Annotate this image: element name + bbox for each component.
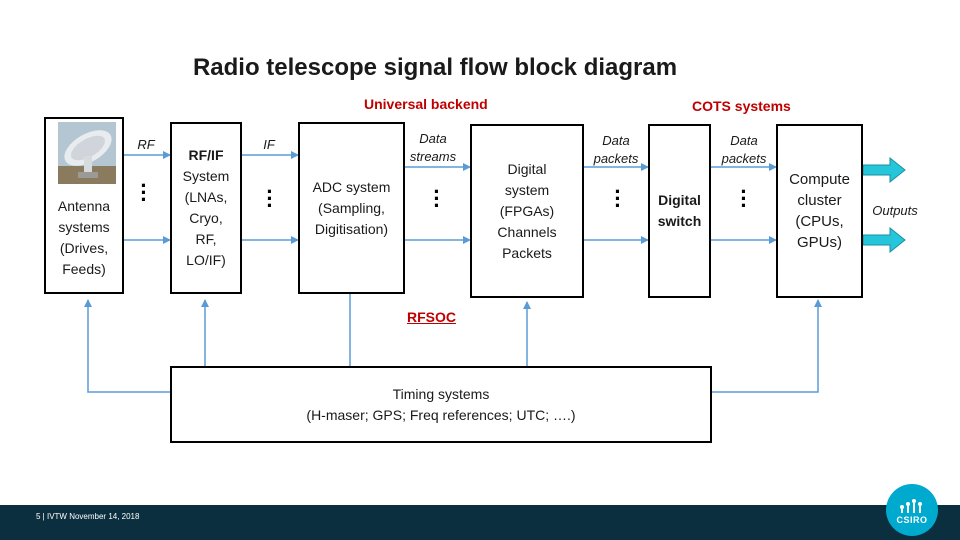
data-packets-label-1: Data packets <box>593 133 639 166</box>
cots-systems-label: COTS systems <box>692 98 791 114</box>
ellipsis-streams: ··· <box>433 179 441 218</box>
adc-text: ADC system (Sampling, Digitisation) <box>312 178 391 237</box>
ellipsis-packets-1: ··· <box>614 179 622 218</box>
timing-to-compute <box>712 299 822 393</box>
rfif-system-block: RF/IF System (LNAs, Cryo, RF, LO/IF) <box>170 122 242 294</box>
rf-label: RF <box>137 137 155 152</box>
universal-backend-label: Universal backend <box>364 96 488 112</box>
csiro-logo-text: CSIRO <box>896 515 928 525</box>
antenna-block-text: Antenna systems (Drives, Feeds) <box>57 198 111 277</box>
output-arrows <box>862 156 906 254</box>
data-packets-label-2: Data packets <box>721 133 767 166</box>
antenna-dish-image <box>58 122 116 184</box>
ellipsis-if: ··· <box>266 179 274 218</box>
compute-cluster-text: Compute cluster (CPUs, GPUs) <box>789 171 850 251</box>
csiro-logo: CSIRO <box>886 484 938 536</box>
footer-text: 5 | IVTW November 14, 2018 <box>36 512 140 521</box>
digital-switch-block: Digital switch <box>648 124 711 298</box>
csiro-logo-icon <box>900 499 922 513</box>
ellipsis-rf: ··· <box>140 173 148 212</box>
outputs-label: Outputs <box>872 203 918 218</box>
timing-to-antenna <box>84 299 170 393</box>
output-arrow-top <box>862 156 906 184</box>
digital-switch-text: Digital switch <box>657 192 702 229</box>
compute-cluster-block: Compute cluster (CPUs, GPUs) <box>776 124 863 298</box>
rfif-text: System (LNAs, Cryo, RF, LO/IF) <box>182 168 230 268</box>
digital-system-text: Digital system (FPGAs) Channels Packets <box>497 160 557 261</box>
output-arrow-bottom <box>862 226 906 254</box>
data-streams-label: Data streams <box>409 131 457 164</box>
timing-systems-text: Timing systems (H-maser; GPS; Freq refer… <box>306 385 576 423</box>
digital-system-block: Digital system (FPGAs) Channels Packets <box>470 124 584 298</box>
if-label: IF <box>263 137 275 152</box>
ellipsis-packets-2: ··· <box>740 179 748 218</box>
timing-systems-block: Timing systems (H-maser; GPS; Freq refer… <box>170 366 712 443</box>
adc-system-block: ADC system (Sampling, Digitisation) <box>298 122 405 294</box>
footer-bar <box>0 505 960 540</box>
page-title: Radio telescope signal flow block diagra… <box>192 54 678 81</box>
rfsoc-link[interactable]: RFSOC <box>407 309 456 325</box>
rfif-title: RF/IF <box>188 147 224 163</box>
